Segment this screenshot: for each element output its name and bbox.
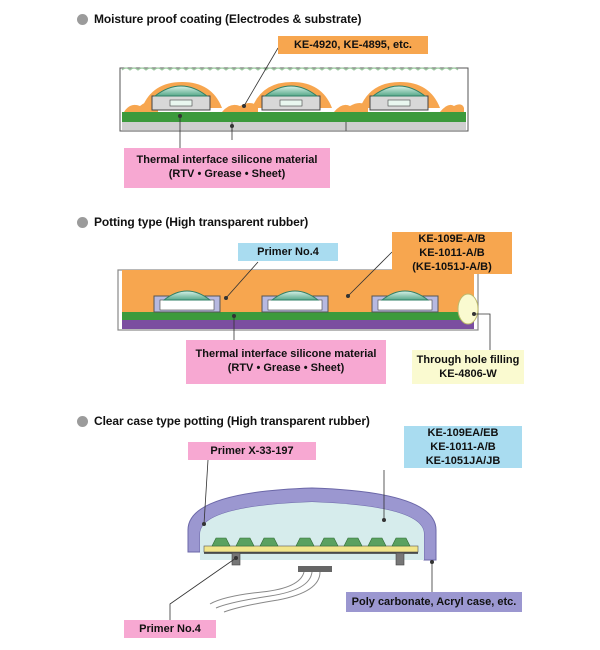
clearcase-products-label: KE-109EA/EB KE-1011-A/B KE-1051JA/JB [404,426,522,468]
potting-products-label: KE-109E-A/B KE-1011-A/B (KE-1051J-A/B) [392,232,512,274]
clearcase-primer-top-label: Primer X-33-197 [188,442,316,460]
potting-product-1: KE-109E-A/B [418,233,486,245]
moisture-heading: Moisture proof coating (Electrodes & sub… [77,12,361,26]
clearcase-diagram [169,459,437,620]
case-material-label: Poly carbonate, Acryl case, etc. [346,592,522,612]
potting-led-1 [153,290,221,313]
clearcase-primer-bottom-label: Primer No.4 [124,620,216,638]
moisture-tim-line2: (RTV • Grease • Sheet) [168,168,286,180]
clearcase-title: Clear case type potting (High transparen… [94,414,370,428]
moisture-diagram [119,47,469,148]
potting-primer-label: Primer No.4 [238,243,338,261]
clear-leds [211,537,411,547]
potting-heading: Potting type (High transparent rubber) [77,215,308,229]
moisture-title: Moisture proof coating (Electrodes & sub… [94,12,362,26]
through-hole-line2: KE-4806-W [439,368,497,380]
through-hole-blob [457,293,479,325]
moisture-led-3 [360,82,440,111]
potting-diagram [117,251,491,350]
clearcase-heading: Clear case type potting (High transparen… [77,414,370,428]
bullet-icon [77,13,88,25]
moisture-tim-label: Thermal interface silicone material (RTV… [124,148,330,188]
moisture-product-label: KE-4920, KE-4895, etc. [278,36,428,54]
through-hole-label: Through hole filling KE-4806-W [412,350,524,384]
clearcase-product-2: KE-1011-A/B [430,441,496,453]
potting-product-2: KE-1011-A/B [419,247,485,259]
moisture-led-2 [252,82,332,111]
bullet-icon [77,216,88,228]
moisture-tim-line1: Thermal interface silicone material [136,154,318,166]
potting-base [122,320,474,329]
potting-substrate [122,312,474,320]
potting-tim-label: Thermal interface silicone material (RTV… [186,340,386,384]
moisture-base [122,122,466,130]
moisture-led-1 [142,82,222,111]
bullet-icon [77,415,88,427]
potting-led-2 [261,290,329,313]
potting-product-3: (KE-1051J-A/B) [412,261,492,273]
potting-tim-line2: (RTV • Grease • Sheet) [227,362,345,374]
mount-plate [298,566,332,572]
potting-title: Potting type (High transparent rubber) [94,215,309,229]
coating-edge [121,67,459,71]
potting-tim-line1: Thermal interface silicone material [195,348,377,360]
moisture-substrate [122,112,466,122]
potting-led-3 [371,290,439,313]
clearcase-product-1: KE-109EA/EB [427,427,499,439]
clearcase-product-3: KE-1051JA/JB [425,455,501,467]
led-board [203,545,419,553]
through-hole-line1: Through hole filling [416,354,520,366]
